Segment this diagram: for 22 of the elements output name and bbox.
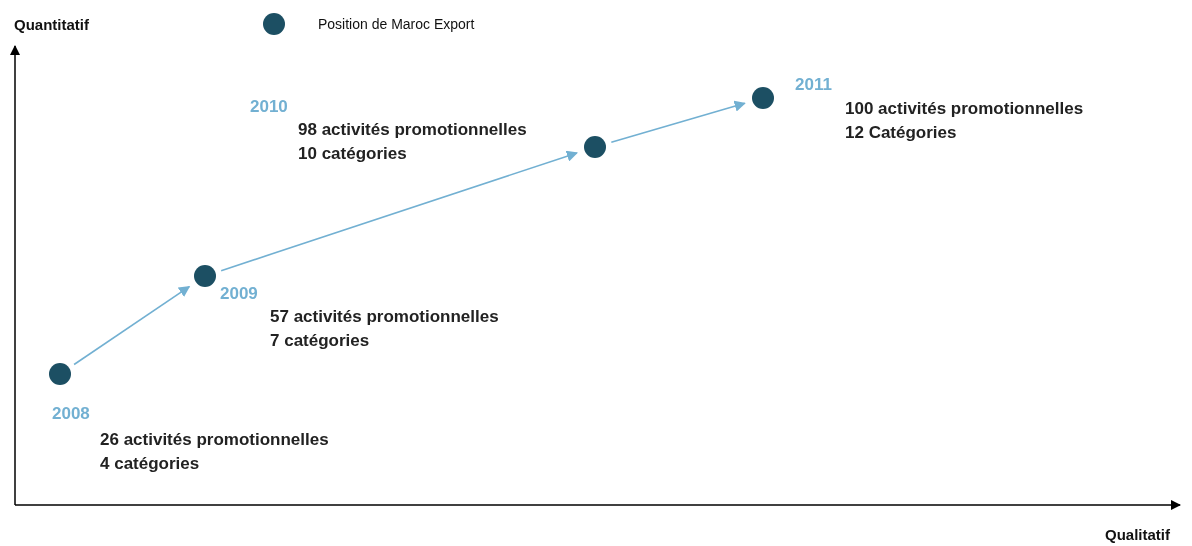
- stat-text: 26 activités promotionnelles: [100, 429, 329, 451]
- stat-text: 4 catégories: [100, 453, 200, 475]
- stat-text: 98 activités promotionnelles: [298, 119, 527, 141]
- stat-text: 10 catégories: [298, 143, 407, 165]
- position-dot: [194, 265, 216, 287]
- arrow: [220, 150, 578, 272]
- position-dot: [49, 363, 71, 385]
- position-dot: [752, 87, 774, 109]
- year-label: 2011: [795, 75, 832, 95]
- stat-text: 57 activités promotionnelles: [270, 306, 499, 328]
- year-label: 2010: [250, 97, 288, 117]
- year-label: 2008: [52, 404, 90, 424]
- stat-text: 7 catégories: [270, 330, 370, 352]
- legend-text: Position de Maroc Export: [318, 16, 475, 32]
- stat-text: 100 activités promotionnelles: [845, 98, 1084, 120]
- axis-label: Qualitatif: [1105, 526, 1170, 543]
- position-dot: [584, 136, 606, 158]
- arrow: [610, 100, 746, 144]
- stat-text: 12 Catégories: [845, 122, 957, 144]
- axis-label: Quantitatif: [14, 16, 89, 33]
- year-label: 2009: [220, 284, 258, 304]
- arrow: [73, 285, 191, 366]
